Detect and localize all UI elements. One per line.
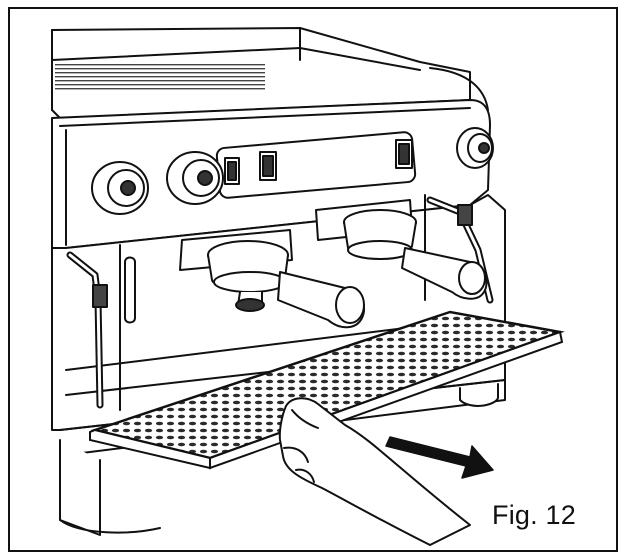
figure-caption: Fig. 12 — [492, 500, 576, 530]
pull-direction-arrow — [385, 436, 494, 479]
hand-illustration — [278, 397, 471, 546]
